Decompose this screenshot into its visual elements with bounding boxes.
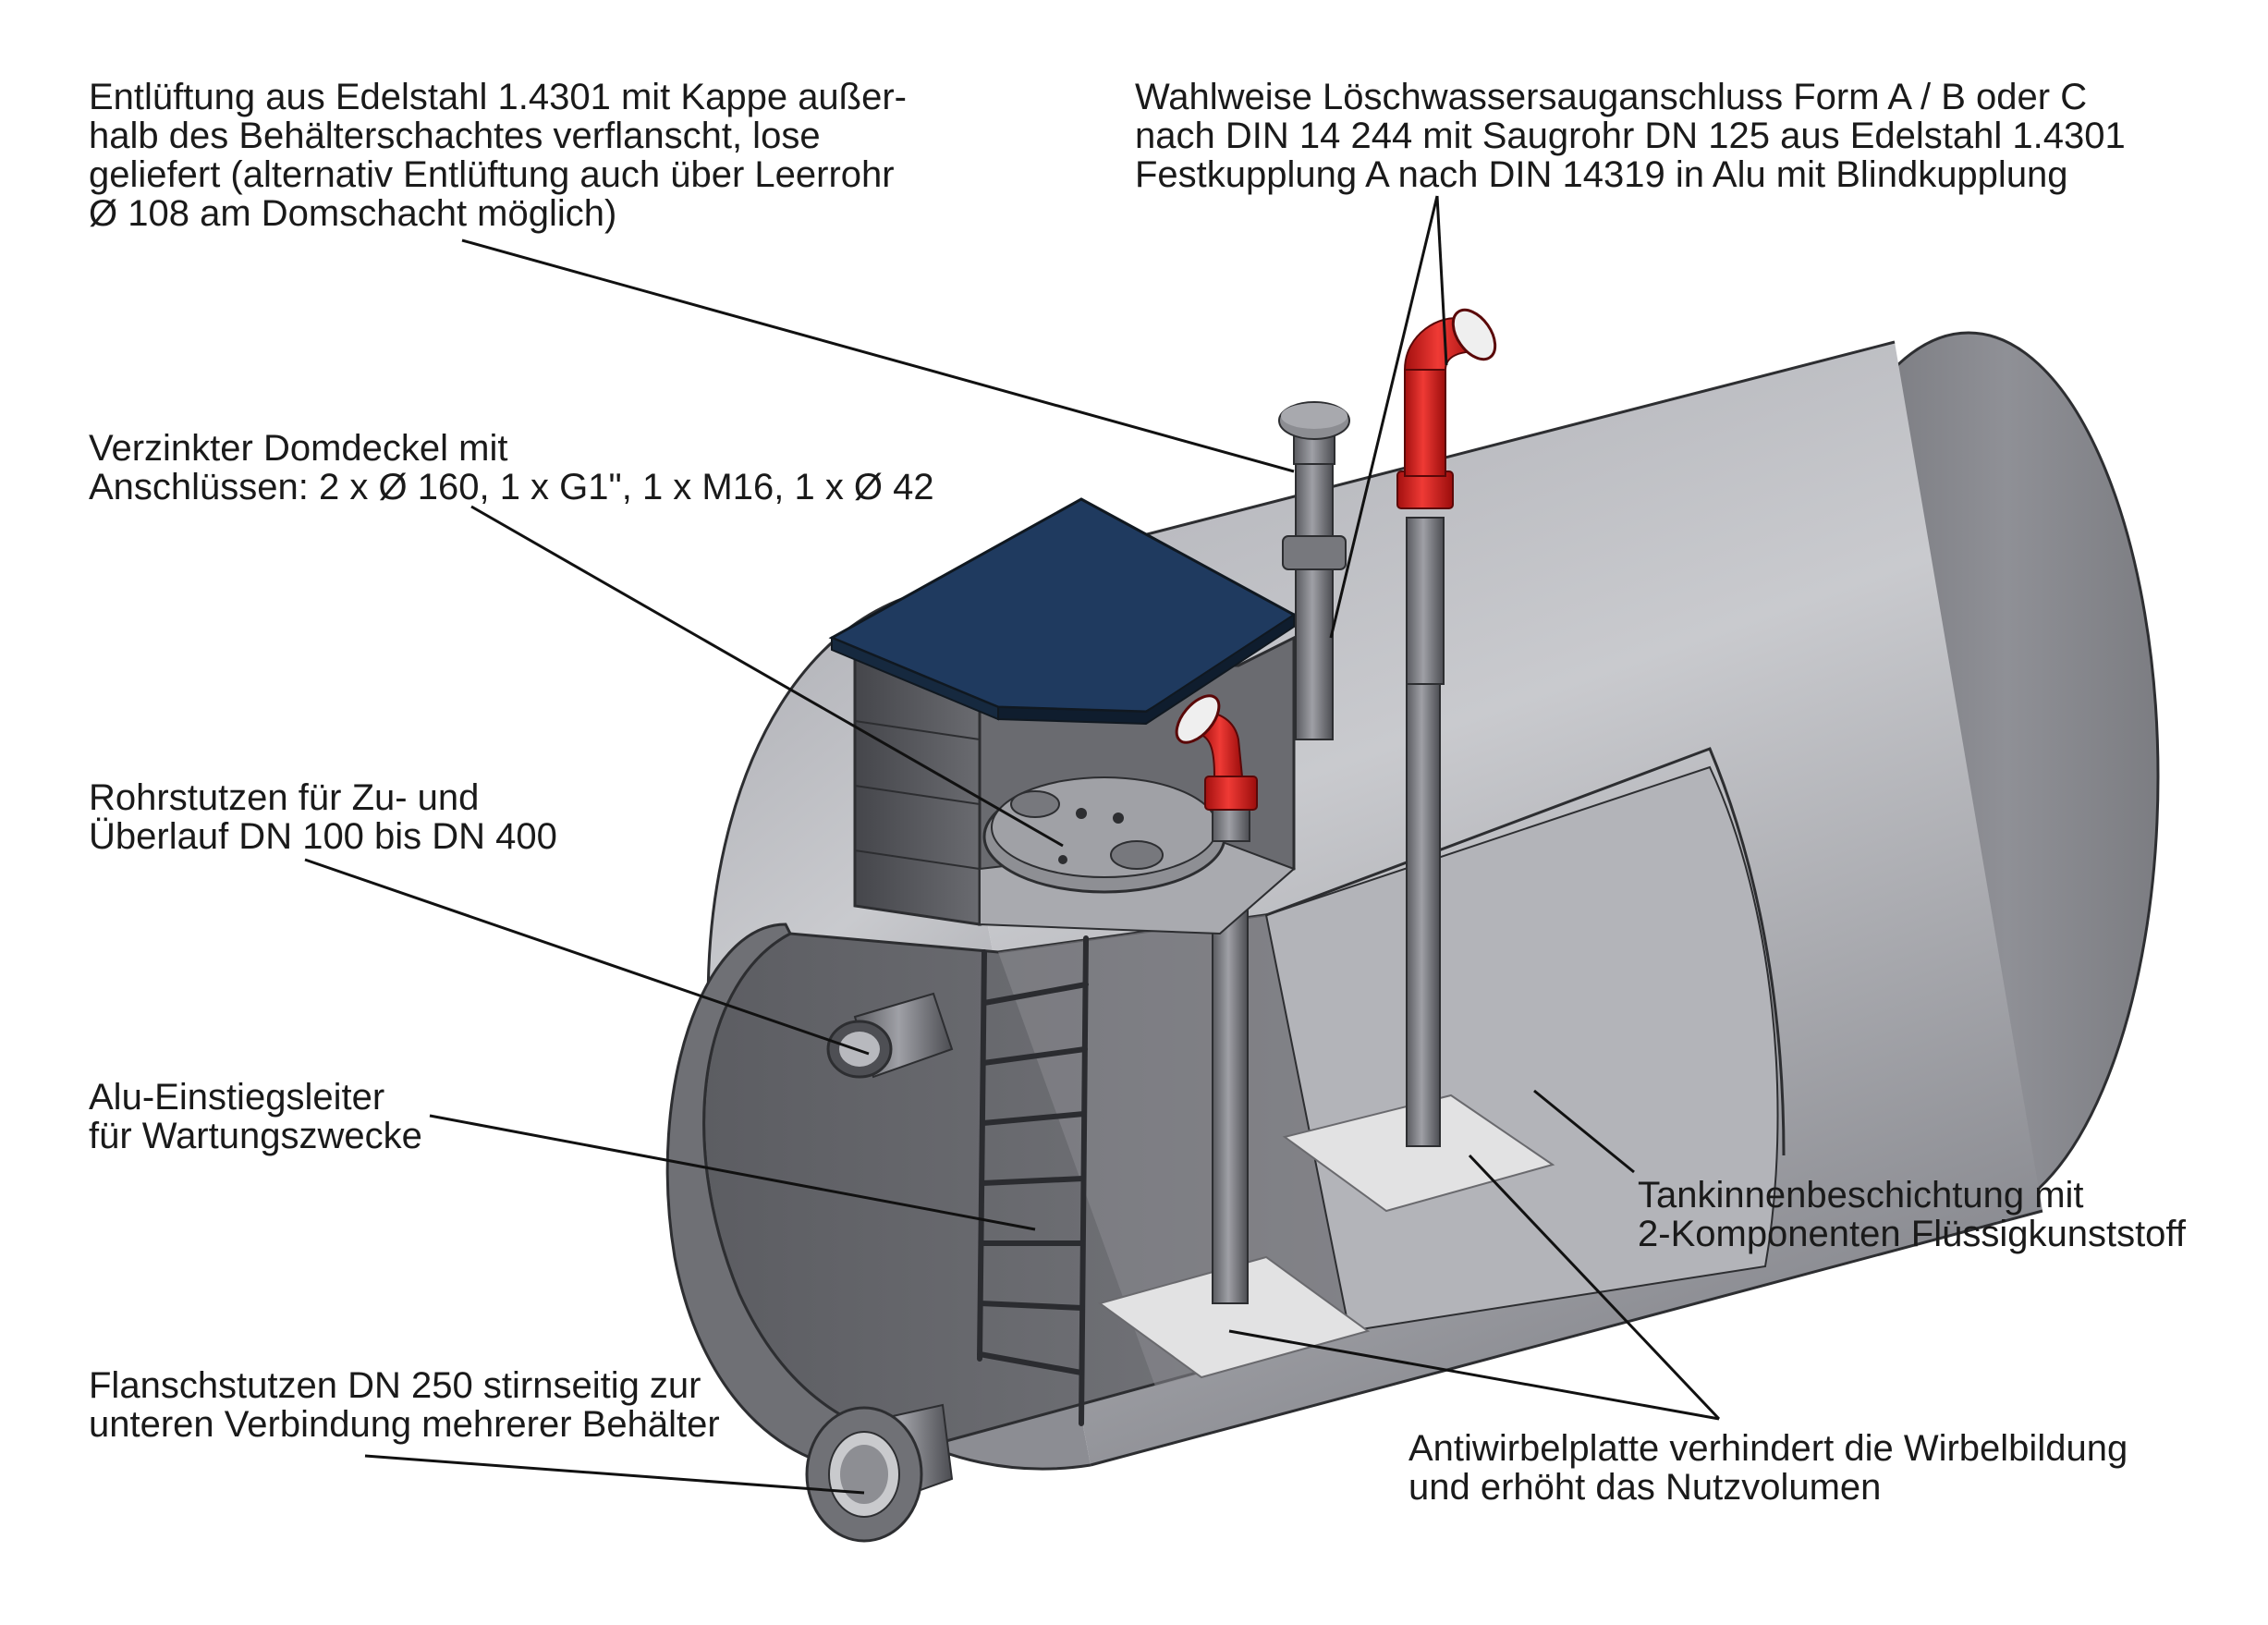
leader-antiwirbel-a [1228, 1329, 1720, 1421]
label-dome-lid: Verzinkter Domdeckel mit Anschlüssen: 2 … [89, 428, 934, 507]
leader-suction-b [1435, 195, 1448, 366]
label-antivortex-plate: Antiwirbelplatte verhindert die Wirbelbi… [1408, 1428, 2128, 1508]
leader-suction-a [1329, 195, 1439, 639]
label-inner-coating: Tankinnenbeschichtung mit 2-Komponenten … [1638, 1175, 2186, 1254]
suction-fitting-left [1175, 694, 1258, 842]
label-flange-nozzle: Flanschstutzen DN 250 stirnseitig zur un… [89, 1365, 720, 1445]
label-venting: Entlüftung aus Edelstahl 1.4301 mit Kapp… [89, 77, 907, 234]
label-pipe-nozzle: Rohrstutzen für Zu- und Überlauf DN 100 … [89, 777, 557, 857]
leader-venting [461, 238, 1295, 473]
label-ladder: Alu-Einstiegsleiter für Wartungszwecke [89, 1077, 422, 1156]
vent-pipe [1278, 401, 1350, 740]
flange-nozzle [805, 1403, 954, 1543]
leader-domdeckel [470, 505, 1064, 848]
antivortex-plates [1097, 1094, 1555, 1379]
leader-coating [1533, 1089, 1635, 1174]
dome-lid [828, 497, 1297, 726]
ladder [977, 935, 1089, 1426]
leader-leiter [429, 1114, 1036, 1231]
suction-fitting-right [1396, 308, 1497, 685]
leader-flansch [364, 1454, 865, 1495]
label-suction-connection: Wahlweise Löschwassersauganschluss Form … [1135, 77, 2126, 195]
leader-antiwirbel-b [1468, 1154, 1721, 1421]
leader-rohrstutzen [304, 858, 870, 1056]
leader-lines [304, 195, 1721, 1495]
